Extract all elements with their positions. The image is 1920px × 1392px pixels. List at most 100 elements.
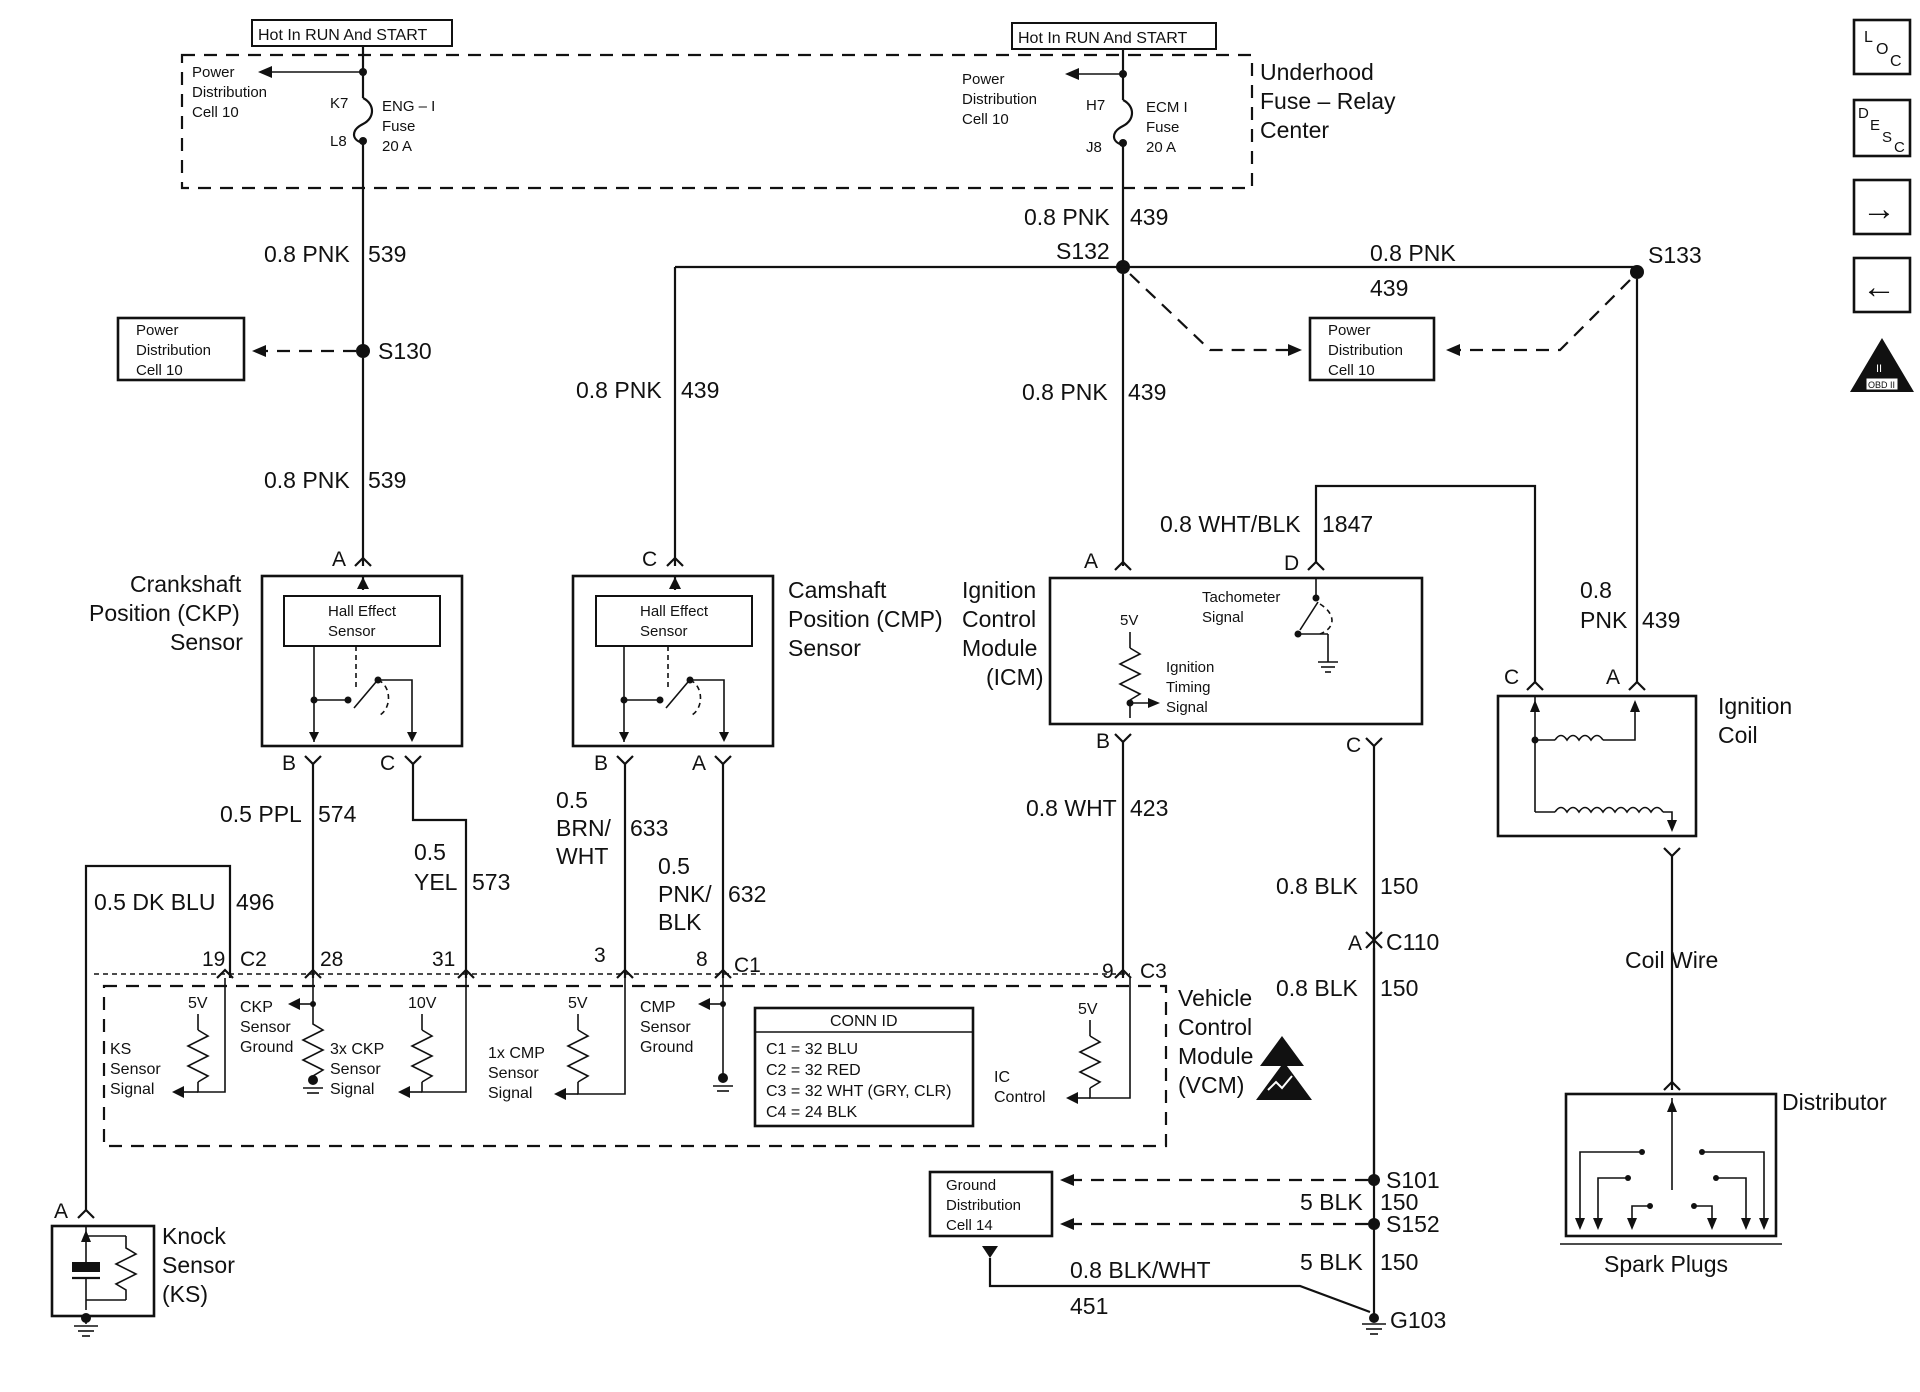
obd-ii-numeral: II [1876, 363, 1882, 375]
icm-5v: 5V [1120, 612, 1138, 629]
w439-cmp-label: 0.8 PNK [576, 377, 662, 403]
ckp3x-1: 3x CKP [330, 1041, 384, 1058]
w150a-label: 0.8 BLK [1276, 873, 1358, 899]
ckp-inner-1: Hall Effect [328, 603, 397, 620]
ckp-title-1: Crankshaft [130, 571, 242, 597]
vcm-title-4: (VCM) [1178, 1072, 1244, 1098]
w539-top-label: 0.8 PNK [264, 241, 350, 267]
knock-pin-a: A [54, 1200, 68, 1223]
hot-in-run-label-right [1011, 22, 1217, 50]
icm-pin-d: D [1284, 552, 1299, 575]
vcm-5v-c: 5V [1078, 1001, 1098, 1018]
w539-bot-num: 539 [368, 467, 406, 493]
cmp1x-2: Sensor [488, 1065, 539, 1082]
c110-pin: A [1348, 932, 1362, 955]
conn-id-c2: C2 = 32 RED [766, 1062, 861, 1079]
ic-control-2: Control [994, 1089, 1046, 1106]
pdc-box-left [116, 316, 246, 382]
w539-top-num: 539 [368, 241, 406, 267]
w150d-num: 150 [1380, 1249, 1418, 1275]
w451-label: 0.8 BLK/WHT [1070, 1257, 1211, 1283]
ignition-control-module: Ignition Control Module (ICM) A D 5V Ign… [962, 484, 1537, 1178]
ground-box-1: Ground [946, 1177, 996, 1194]
vehicle-control-module: Vehicle Control Module (VCM) 19 C2 28 31… [94, 944, 1312, 1148]
next-button[interactable]: → [1852, 178, 1912, 236]
icm-title-1: Ignition [962, 577, 1036, 603]
icm-pin-c: C [1346, 734, 1361, 757]
w150d-label: 5 BLK [1300, 1249, 1363, 1275]
hot-in-run-left-text: Hot In RUN And START [258, 27, 427, 44]
w574-label: 0.5 PPL [220, 801, 302, 827]
cmp-pin-c: C [642, 548, 657, 571]
prev-arrow-icon: ← [1862, 268, 1896, 306]
loc-c: C [1890, 53, 1902, 70]
icm-pin-a: A [1084, 550, 1098, 573]
w150c-label: 5 BLK [1300, 1189, 1363, 1215]
ks-signal-2: Sensor [110, 1061, 161, 1078]
ckp-pin-a: A [332, 548, 346, 571]
vcm-pin-3: 3 [594, 944, 606, 967]
desc-button[interactable]: D E S C [1852, 98, 1912, 158]
cmp1x-1: 1x CMP [488, 1045, 545, 1062]
icm-timing-2: Timing [1166, 679, 1210, 696]
w439-icm-label: 0.8 PNK [1022, 379, 1108, 405]
w632-num: 632 [728, 881, 766, 907]
cmp-title-3: Sensor [788, 635, 861, 661]
obd-ii-text: OBD II [1868, 380, 1895, 390]
w1847-num: 1847 [1322, 511, 1373, 537]
cmp-inner-1: Hall Effect [640, 603, 709, 620]
desc-d: D [1858, 105, 1869, 122]
s101-label: S101 [1386, 1167, 1440, 1193]
coil-pin-a: A [1606, 666, 1620, 689]
prev-button[interactable]: ← [1852, 256, 1912, 314]
c110-label: C110 [1386, 929, 1439, 955]
vcm-conn-c1: C1 [734, 954, 761, 977]
w633-label-2: BRN/ [556, 815, 612, 841]
fuse-left-name-2: Fuse [382, 118, 415, 135]
hot-in-run-right-text: Hot In RUN And START [1018, 30, 1187, 47]
g103-label: G103 [1390, 1307, 1446, 1333]
vcm-title-1: Vehicle [1178, 985, 1252, 1011]
vcm-title-3: Module [1178, 1043, 1253, 1069]
ckp-title-3: Sensor [170, 629, 243, 655]
ckp-sensor: Crankshaft Position (CKP) Sensor A Hall … [89, 548, 510, 978]
s152-label: S152 [1386, 1211, 1440, 1237]
pdc-box-left-3: Cell 10 [136, 362, 183, 379]
w439-top-num: 439 [1130, 204, 1168, 230]
w633-label-3: WHT [556, 843, 608, 869]
w632-label-2: PNK/ [658, 881, 712, 907]
desc-e: E [1870, 117, 1880, 134]
loc-button[interactable]: L O C [1852, 18, 1912, 76]
ckp-ground-1: CKP [240, 999, 273, 1016]
icm-pin-b: B [1096, 730, 1110, 753]
vcm-title-2: Control [1178, 1014, 1252, 1040]
cmp-pin-b: B [594, 752, 608, 775]
fuse-left-bottom-pin: L8 [330, 133, 347, 150]
distributor-title: Distributor [1782, 1089, 1887, 1115]
ground-distribution-box [928, 1170, 1054, 1238]
ignition-coil: C A Ignition Coil Coil Wire [1496, 666, 1792, 1090]
icm-tach-1: Tachometer [1202, 589, 1280, 606]
w573-label-2: YEL [414, 869, 458, 895]
coil-wire-label: Coil Wire [1625, 947, 1718, 973]
ground-circuit-150: 0.8 BLK 150 A C110 0.8 BLK 150 S101 5 BL… [928, 873, 1446, 1335]
cmp-pin-a: A [692, 752, 706, 775]
conn-id-title: CONN ID [830, 1013, 898, 1030]
w633-label-1: 0.5 [556, 787, 588, 813]
fuse-right-name-3: 20 A [1146, 139, 1176, 156]
vcm-conn-c3: C3 [1140, 960, 1167, 983]
cmp-inner-2: Sensor [640, 623, 688, 640]
w439-top-label: 0.8 PNK [1024, 204, 1110, 230]
s133-label: S133 [1648, 242, 1702, 268]
w150b-label: 0.8 BLK [1276, 975, 1358, 1001]
spark-plugs-label: Spark Plugs [1604, 1251, 1728, 1277]
ecm-i-fuse-symbol [1112, 99, 1134, 147]
w439-coil-label-2: PNK [1580, 607, 1628, 633]
desc-c: C [1894, 139, 1905, 156]
cmp-title-1: Camshaft [788, 577, 887, 603]
pdc-box-right-1: Power [1328, 322, 1371, 339]
obd-ii-button[interactable]: II OBD II [1850, 338, 1914, 392]
knock-title-3: (KS) [162, 1281, 208, 1307]
nav-icons: L O C D E S C → ← II OBD II [1850, 18, 1914, 392]
fuse-right-bottom-pin: J8 [1086, 139, 1102, 156]
